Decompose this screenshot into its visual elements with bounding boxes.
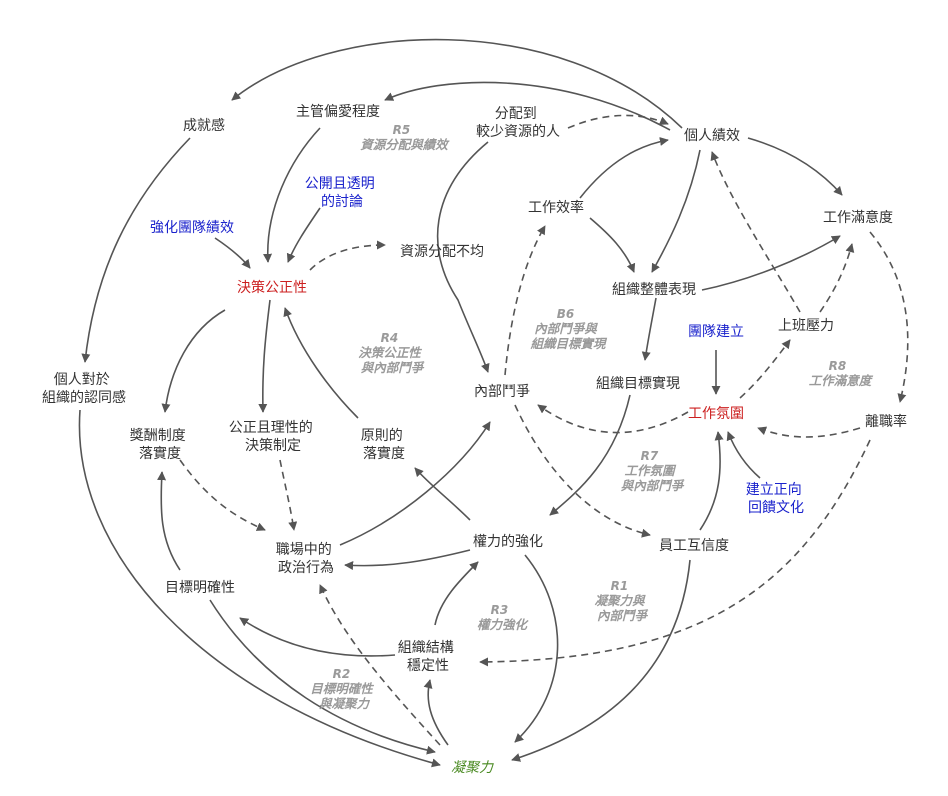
link-power-to-politics bbox=[344, 549, 471, 571]
link-personal-perf-to-org-performance bbox=[651, 149, 701, 273]
node-turnover: 離職率 bbox=[865, 413, 907, 430]
link-org-performance-to-org-goals bbox=[641, 297, 657, 361]
node-team-building: 團隊建立 bbox=[688, 324, 744, 340]
node-politics: 職場中的 政治行為 bbox=[276, 542, 336, 576]
link-positive-feedback-to-atmosphere bbox=[726, 431, 761, 479]
link-decision-fairness-to-rational-decision bbox=[258, 299, 271, 413]
loop-label-r3: R3 權力強化 bbox=[477, 599, 530, 632]
node-achievement: 成就感 bbox=[183, 117, 225, 134]
node-favoritism: 主管偏愛程度 bbox=[296, 104, 380, 120]
link-structure-stability-to-goal-clarity bbox=[239, 617, 396, 657]
link-cohesion-to-structure-stability bbox=[423, 679, 449, 746]
node-internal-struggle: 內部鬥爭 bbox=[474, 384, 530, 400]
link-trust-to-atmosphere bbox=[699, 431, 724, 531]
node-work-pressure: 上班壓力 bbox=[778, 318, 834, 334]
loop-label-r8: R8 工作滿意度 bbox=[809, 355, 874, 388]
node-fewer-resources: 分配到 較少資源的人 bbox=[476, 106, 560, 140]
nodes: 成就感 主管偏愛程度 分配到 較少資源的人 個人績效 工作效率 工作滿意度 公開… bbox=[42, 104, 907, 776]
links bbox=[78, 38, 909, 768]
link-job-satisfaction-to-turnover bbox=[869, 231, 909, 403]
node-decision-fairness: 決策公正性 bbox=[237, 279, 307, 296]
link-atmosphere-to-work-pressure bbox=[739, 339, 791, 399]
node-public-discussion: 公開且透明 的討論 bbox=[305, 176, 379, 210]
node-positive-feedback: 建立正向 回饋文化 bbox=[746, 482, 806, 516]
loop-labels: R5 資源分配與績效 B6 內部鬥爭與 組織目標實現 R4 決策公正性 與內部鬥… bbox=[310, 119, 874, 711]
link-favoritism-to-decision-fairness bbox=[263, 127, 321, 263]
link-identification-to-cohesion bbox=[78, 409, 441, 768]
node-team-perf: 強化團隊績效 bbox=[150, 220, 234, 236]
link-work-pressure-to-personal-perf bbox=[710, 151, 801, 313]
loop-label-r4: R4 決策公正性 與內部鬥爭 bbox=[358, 327, 426, 375]
link-principles-to-decision-fairness bbox=[283, 307, 359, 419]
link-structure-stability-to-power bbox=[434, 561, 479, 626]
link-work-pressure-to-job-satisfaction bbox=[819, 243, 855, 313]
node-power: 權力的強化 bbox=[473, 534, 543, 550]
link-public-discussion-to-decision-fairness bbox=[286, 207, 321, 263]
node-personal-perf: 個人績效 bbox=[684, 128, 740, 144]
link-org-performance-to-job-satisfaction bbox=[701, 235, 841, 291]
node-reward-system: 獎酬制度 落實度 bbox=[130, 428, 190, 462]
link-rational-decision-to-politics bbox=[279, 459, 298, 531]
link-work-efficiency-to-org-performance bbox=[589, 217, 636, 273]
link-power-to-cohesion bbox=[514, 554, 559, 743]
link-turnover-to-atmosphere bbox=[757, 426, 861, 438]
link-decision-fairness-to-resource-imbalance bbox=[309, 240, 386, 271]
node-job-satisfaction: 工作滿意度 bbox=[823, 209, 893, 226]
loop-label-r2: R2 目標明確性 與凝聚力 bbox=[310, 663, 378, 711]
link-goal-clarity-to-cohesion bbox=[209, 599, 436, 755]
link-decision-fairness-to-reward-system bbox=[161, 309, 226, 413]
node-resource-imbalance: 資源分配不均 bbox=[400, 244, 484, 260]
node-goal-clarity: 目標明確性 bbox=[165, 580, 235, 596]
loop-label-r5: R5 資源分配與績效 bbox=[360, 119, 450, 152]
link-power-to-principles bbox=[414, 467, 471, 521]
node-principles: 原則的 落實度 bbox=[361, 428, 407, 462]
link-atmosphere-to-internal-struggle bbox=[537, 404, 689, 434]
link-internal-struggle-to-trust bbox=[514, 404, 651, 538]
link-fewer-resources-to-internal-struggle bbox=[436, 141, 490, 373]
link-personal-perf-to-achievement bbox=[231, 38, 683, 129]
loop-label-r1: R1 凝聚力與 內部鬥爭 bbox=[594, 575, 649, 623]
link-goal-clarity-to-reward-system bbox=[157, 471, 181, 571]
link-achievement-to-identification bbox=[81, 137, 191, 363]
link-team-perf-to-decision-fairness bbox=[214, 237, 251, 269]
link-work-efficiency-to-personal-perf bbox=[579, 136, 669, 199]
node-structure-stability: 組織結構 穩定性 bbox=[398, 640, 458, 674]
node-work-atmosphere: 工作氛圍 bbox=[688, 406, 744, 422]
node-org-goals: 組織目標實現 bbox=[596, 375, 680, 392]
link-politics-to-internal-struggle bbox=[339, 421, 491, 546]
node-work-efficiency: 工作效率 bbox=[528, 199, 584, 216]
link-internal-struggle-to-work-efficiency bbox=[504, 225, 546, 376]
loop-label-b6: B6 內部鬥爭與 組織目標實現 bbox=[529, 303, 608, 351]
node-rational-decision: 公正且理性的 決策制定 bbox=[229, 420, 317, 454]
link-trust-to-structure-stability bbox=[479, 439, 871, 667]
node-cohesion: 凝聚力 bbox=[451, 760, 494, 776]
link-personal-perf-to-job-satisfaction bbox=[747, 137, 843, 196]
link-reward-system-to-politics bbox=[179, 459, 266, 531]
node-trust: 員工互信度 bbox=[659, 538, 729, 554]
link-trust-to-cohesion bbox=[511, 559, 691, 762]
link-fewer-resources-to-personal-perf bbox=[567, 114, 669, 129]
link-cohesion-to-politics bbox=[319, 584, 441, 746]
loop-label-r7: R7 工作氛圍 與內部鬥爭 bbox=[621, 445, 685, 493]
link-personal-perf-to-favoritism bbox=[384, 81, 671, 131]
link-internal-struggle-to-org-goals bbox=[549, 394, 631, 516]
node-identification: 個人對於 組織的認同感 bbox=[42, 372, 126, 406]
node-org-performance: 組織整體表現 bbox=[612, 282, 696, 298]
